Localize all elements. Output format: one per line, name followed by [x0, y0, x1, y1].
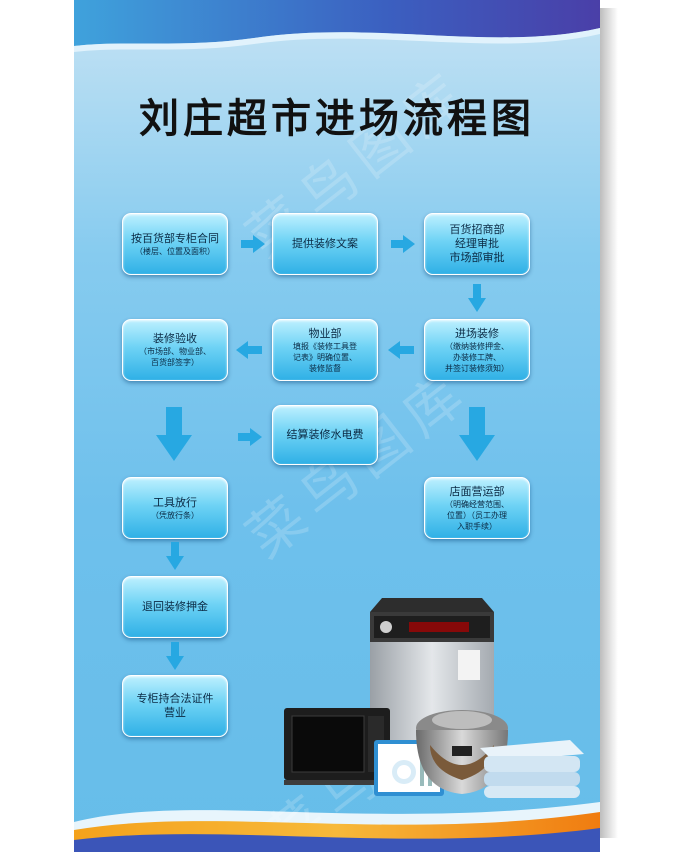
node-renovation-title: 进场装修 — [455, 326, 499, 340]
node-property-title: 物业部 — [308, 326, 342, 340]
node-deposit-refund-title: 退回装修押金 — [142, 600, 208, 613]
arrow-down-big-left — [156, 407, 192, 461]
poster-shadow — [600, 8, 618, 838]
arrow-right-2 — [391, 235, 415, 253]
node-contract-title: 按百货部专柜合同 — [131, 231, 219, 245]
arrow-down-3 — [166, 642, 184, 670]
poster: 菜鸟图库 菜鸟图库 菜鸟图库 刘庄超市进场流程图 按百货部专柜合同 （楼层、位置… — [74, 0, 600, 852]
node-approval: 百货招商部 经理审批 市场部审批 — [424, 213, 530, 275]
node-operations-sub: （明确经营范围、 位置）（员工办理 入职手续） — [445, 499, 509, 531]
node-acceptance-sub: （市场部、物业部、 百货部签字） — [139, 347, 211, 367]
node-utility-settlement-title: 结算装修水电费 — [286, 428, 364, 441]
bottom-wave-band — [74, 802, 600, 852]
page-title: 刘庄超市进场流程图 — [139, 96, 535, 142]
node-utility-settlement: 结算装修水电费 — [272, 405, 378, 465]
arrow-down-1 — [468, 284, 486, 312]
node-open-business-title: 专柜持合法证件 营业 — [136, 692, 214, 719]
node-renovation: 进场装修 （缴纳装修押金、 办装修工牌、 并签订装修须知） — [424, 319, 530, 381]
arrow-left-2 — [236, 341, 262, 359]
node-contract-sub: （楼层、位置及面积） — [135, 246, 215, 256]
node-approval-title: 百货招商部 经理审批 市场部审批 — [449, 223, 505, 264]
node-operations-title: 店面营运部 — [449, 484, 505, 498]
top-wave-band — [74, 0, 600, 52]
node-acceptance-title: 装修验收 — [153, 332, 197, 345]
node-property-sub: 填报《装修工具登 记表》明确位置、 装修监督 — [293, 341, 357, 373]
node-open-business: 专柜持合法证件 营业 — [122, 675, 228, 737]
node-design-plan-title: 提供装修文案 — [292, 237, 358, 250]
arrow-left-1 — [388, 341, 414, 359]
node-property: 物业部 填报《装修工具登 记表》明确位置、 装修监督 — [272, 319, 378, 381]
node-renovation-sub: （缴纳装修押金、 办装修工牌、 并签订装修须知） — [445, 341, 509, 373]
node-acceptance: 装修验收 （市场部、物业部、 百货部签字） — [122, 319, 228, 381]
node-operations: 店面营运部 （明确经营范围、 位置）（员工办理 入职手续） — [424, 477, 530, 539]
node-tool-release-title: 工具放行 — [153, 495, 197, 509]
node-tool-release: 工具放行 （凭放行条） — [122, 477, 228, 539]
node-design-plan: 提供装修文案 — [272, 213, 378, 275]
node-deposit-refund: 退回装修押金 — [122, 576, 228, 638]
node-tool-release-sub: （凭放行条） — [151, 510, 199, 520]
arrow-right-1 — [241, 235, 265, 253]
arrow-down-2 — [166, 542, 184, 570]
arrow-down-big-right — [459, 407, 495, 461]
arrow-right-3 — [238, 428, 262, 446]
node-contract: 按百货部专柜合同 （楼层、位置及面积） — [122, 213, 228, 275]
